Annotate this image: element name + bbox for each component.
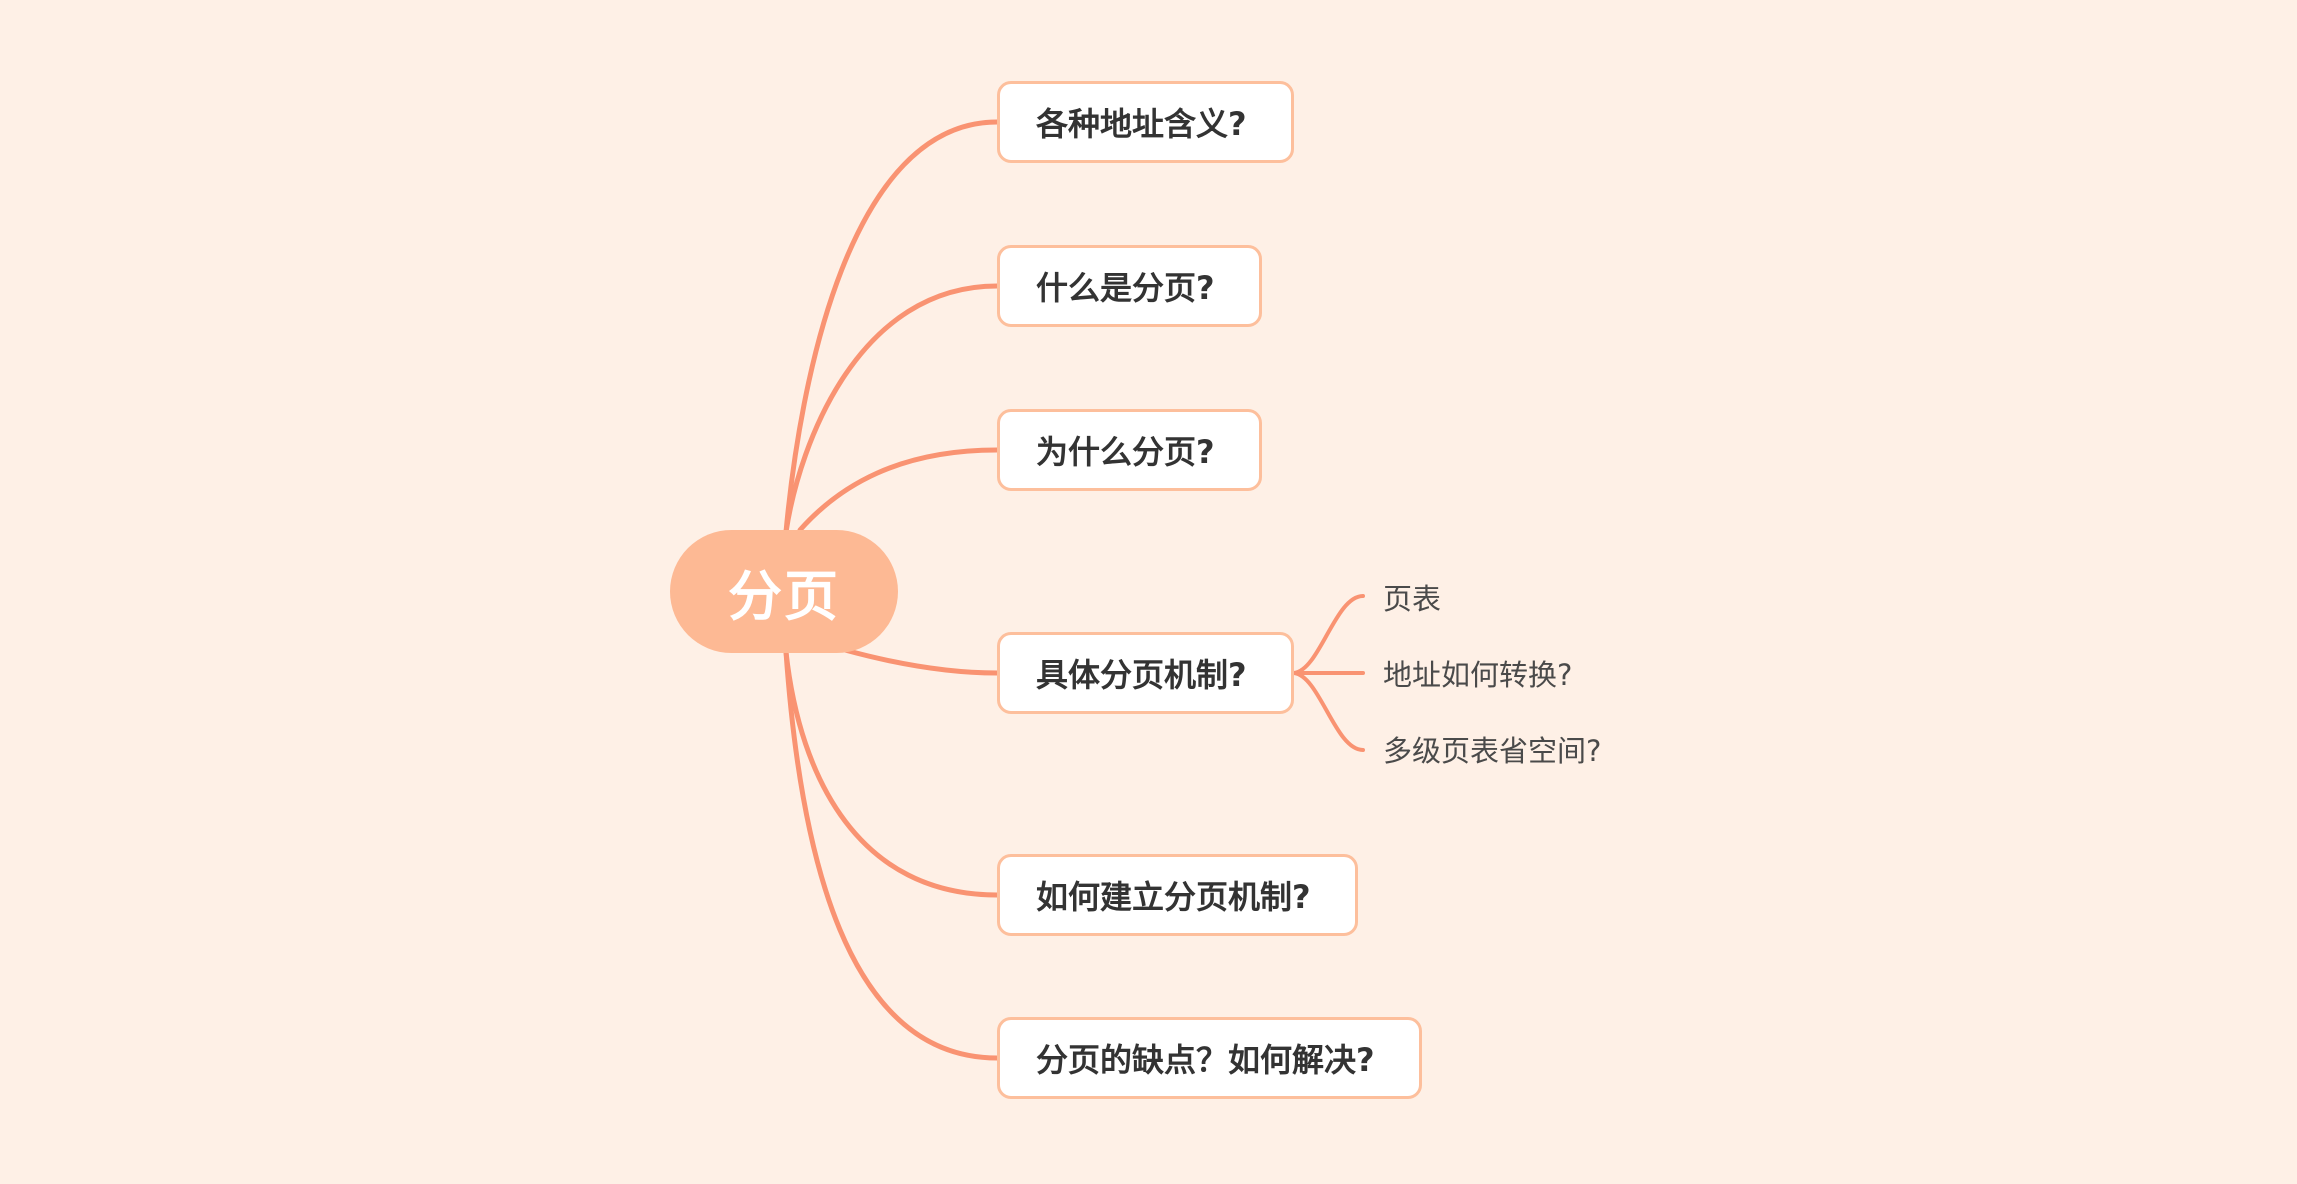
root-node-label: 分页 xyxy=(728,565,840,628)
topic-why-paging[interactable]: 为什么分页? xyxy=(997,409,1262,491)
topic-label: 为什么分页? xyxy=(1036,433,1215,471)
subtopic-label: 地址如何转换? xyxy=(1383,658,1573,692)
connector-root-topic-5 xyxy=(783,649,1000,898)
topic-paging-mechanism[interactable]: 具体分页机制? xyxy=(997,632,1294,714)
topic-what-is-paging[interactable]: 什么是分页? xyxy=(997,245,1262,327)
subtopic-page-table[interactable]: 页表 xyxy=(1383,577,1441,617)
topic-label: 各种地址含义? xyxy=(1036,105,1247,143)
topic-label: 如何建立分页机制? xyxy=(1036,878,1311,916)
connector-topic-4-sub-1 xyxy=(1292,594,1365,675)
connector-root-topic-3 xyxy=(797,447,1000,533)
subtopic-address-translation[interactable]: 地址如何转换? xyxy=(1383,653,1572,693)
topic-label: 什么是分页? xyxy=(1036,269,1215,307)
topic-paging-drawbacks[interactable]: 分页的缺点？如何解决? xyxy=(997,1017,1422,1099)
topic-label: 具体分页机制? xyxy=(1036,656,1247,694)
topic-address-meanings[interactable]: 各种地址含义? xyxy=(997,81,1294,163)
subtopic-label: 页表 xyxy=(1383,582,1442,616)
connector-topic-4-sub-3 xyxy=(1292,671,1365,752)
topic-label: 分页的缺点？如何解决? xyxy=(1036,1041,1375,1079)
topic-build-paging-mechanism[interactable]: 如何建立分页机制? xyxy=(997,854,1358,936)
connector-root-topic-4 xyxy=(842,647,1000,676)
connector-root-topic-6 xyxy=(783,649,1000,1061)
connector-root-topic-2 xyxy=(783,283,1000,535)
connector-root-topic-1 xyxy=(783,119,1000,535)
subtopic-label: 多级页表省空间? xyxy=(1383,734,1602,768)
subtopic-multilevel-page-table[interactable]: 多级页表省空间? xyxy=(1383,729,1601,769)
root-node[interactable]: 分页 xyxy=(670,530,898,653)
